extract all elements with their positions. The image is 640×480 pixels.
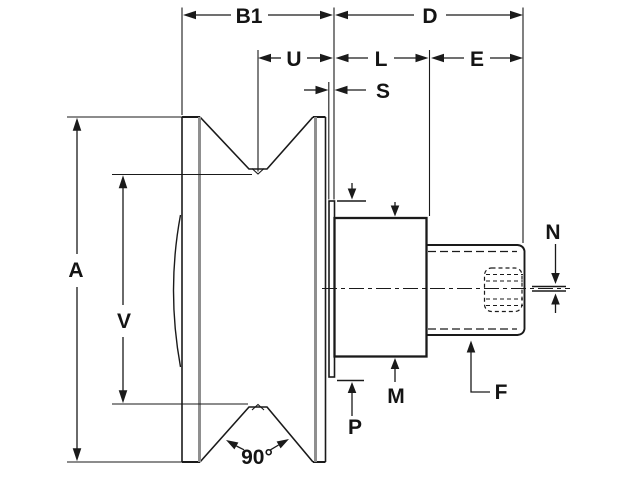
arrowhead: [118, 175, 128, 189]
stud-body: [425, 244, 526, 336]
leader-f: F: [466, 340, 508, 404]
dim-p: P: [337, 183, 366, 439]
arrowhead: [183, 10, 196, 20]
dim-n: N: [532, 221, 566, 313]
arrowhead: [276, 439, 289, 449]
dim-label-v: V: [117, 310, 131, 333]
wheel-outline: [67, 116, 327, 463]
dim-label-b1: B1: [236, 5, 263, 28]
lock-insert-hidden-outline: [483, 267, 523, 313]
v-groove-top: [199, 116, 314, 170]
arrowhead: [72, 117, 82, 131]
arrowhead: [551, 293, 560, 305]
dim-b1: B1: [183, 5, 333, 28]
dim-label-d: D: [422, 5, 437, 28]
dim-e: E: [431, 48, 523, 71]
dim-label-e: E: [470, 48, 484, 71]
dim-v: V: [117, 175, 131, 404]
groove-center-mark-top: [251, 168, 265, 175]
arrowhead: [551, 273, 560, 284]
arrowhead: [315, 85, 329, 95]
arrowhead: [226, 440, 239, 450]
dim-label-s: S: [376, 80, 390, 103]
arrowhead: [347, 382, 357, 393]
dim-a: A: [68, 117, 84, 462]
angle-90: 90°: [226, 439, 289, 469]
arrowhead: [72, 448, 82, 462]
dim-label-a: A: [68, 259, 83, 282]
arrowhead: [118, 390, 128, 404]
leader-line: [470, 351, 490, 393]
dim-label-f: F: [495, 381, 508, 404]
arrowhead: [320, 53, 333, 63]
dim-label-m: M: [387, 385, 405, 408]
arrowhead: [466, 340, 476, 353]
arrowhead: [415, 53, 429, 63]
dim-m: M: [387, 202, 405, 408]
v-groove-bottom: [199, 406, 314, 463]
arrowhead: [258, 53, 271, 63]
dim-label-l: L: [375, 48, 388, 71]
hub-dome-arc: [172, 214, 182, 368]
dim-s: S: [304, 80, 390, 103]
dim-label-groove-angle: 90°: [241, 446, 273, 469]
arrowhead: [390, 358, 400, 369]
dim-label-p: P: [348, 416, 362, 439]
arrowhead: [320, 10, 333, 20]
arrowhead: [335, 10, 348, 20]
leader-line: [270, 444, 279, 451]
dim-label-u: U: [286, 48, 301, 71]
shoulder-cylinder: [333, 216, 428, 358]
dim-d: D: [335, 5, 523, 28]
arrowhead: [347, 188, 357, 200]
threaded-stud: [425, 244, 526, 336]
arrowhead: [390, 205, 400, 217]
dim-l: L: [335, 48, 429, 71]
dim-label-n: N: [545, 221, 560, 244]
arrowhead: [334, 85, 348, 95]
arrowhead: [335, 53, 349, 63]
arrowhead: [431, 53, 444, 63]
leader-line: [236, 445, 245, 451]
dim-u: U: [258, 48, 333, 71]
arrowhead: [510, 53, 523, 63]
extension-lines: [112, 7, 524, 405]
arrowhead: [510, 10, 523, 20]
groove-center-mark-bottom: [251, 403, 265, 411]
